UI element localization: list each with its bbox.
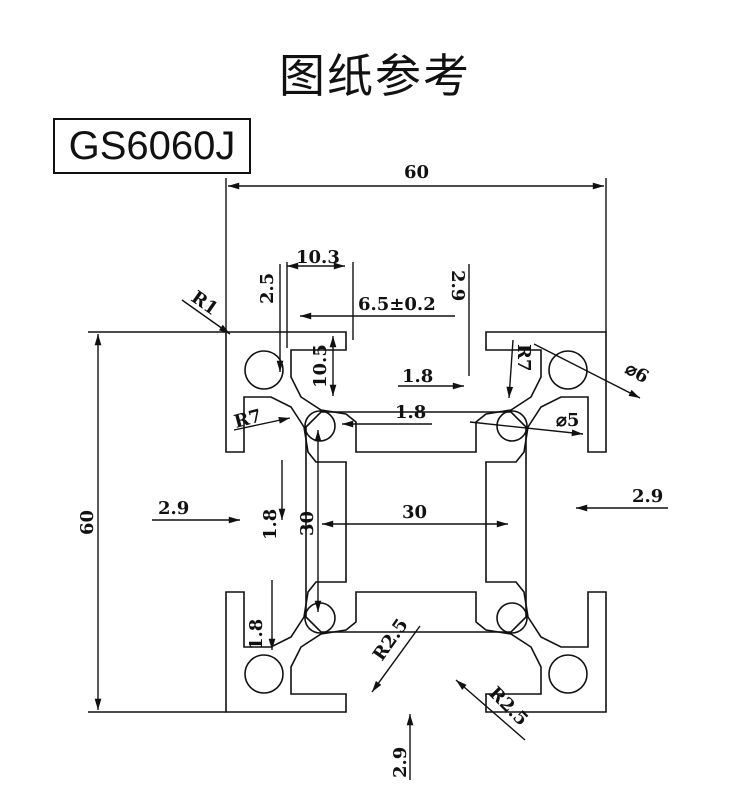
page-title: 图纸参考	[279, 49, 471, 103]
dim-width-60: 60	[404, 162, 429, 183]
model-label: GS6060J	[53, 118, 251, 174]
corner-hole	[244, 654, 284, 694]
dim-core-30-h: 30	[402, 502, 427, 523]
corner-hole	[548, 350, 588, 390]
corner-hole	[548, 654, 588, 694]
dim-wall-1-8-b: 1.8	[395, 402, 426, 423]
dim-r2-5-inner: R2.5	[369, 615, 413, 665]
dim-opening-6-5: 6.5±0.2	[358, 294, 436, 315]
dim-r2-5-outer: R2.5	[484, 683, 532, 731]
dim-left-2-9: 2.9	[158, 498, 189, 519]
center-hole	[496, 410, 528, 442]
dim-r7-left: R7	[232, 405, 264, 432]
dim-lip-2-5: 2.5	[257, 273, 278, 304]
core-outline	[305, 411, 527, 633]
dim-dia-6: ⌀6	[622, 358, 653, 388]
corner-hole	[244, 350, 284, 390]
dimension-lines	[88, 178, 668, 780]
dim-right-2-9: 2.9	[632, 486, 663, 507]
dim-bottom-2-9: 2.9	[390, 747, 411, 778]
dim-wall-1-8-a: 1.8	[402, 366, 433, 387]
dim-slot-10-3: 10.3	[296, 247, 340, 268]
dim-bottom-left-1-8: 1.8	[246, 619, 267, 650]
dim-height-60: 60	[77, 510, 98, 535]
dim-core-30-v: 30	[297, 511, 318, 536]
center-hole	[496, 602, 528, 634]
dim-dia-5: ⌀5	[556, 410, 579, 431]
center-hole	[304, 602, 336, 634]
center-hole	[304, 410, 336, 442]
dim-lip-2-9-top: 2.9	[447, 270, 468, 301]
dim-r1: R1	[187, 287, 222, 320]
dim-left-1-8: 1.8	[260, 509, 281, 540]
dim-r7-right: R7	[513, 344, 534, 371]
dim-depth-10-5: 10.5	[310, 344, 331, 388]
